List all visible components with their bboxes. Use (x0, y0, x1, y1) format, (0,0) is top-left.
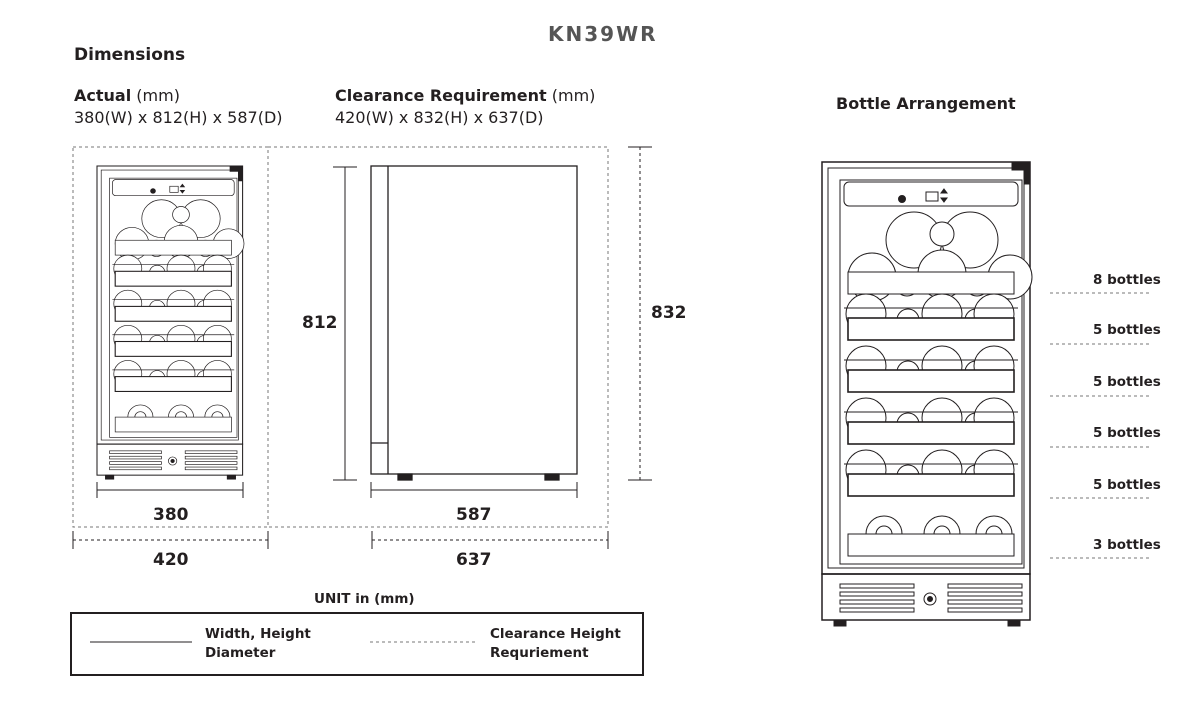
legend-dashed-label-2: Requriement (490, 645, 589, 661)
vent-slot (839, 591, 915, 597)
base-kickplate (821, 573, 1031, 621)
legend-title: UNIT in (mm) (314, 591, 415, 607)
fridge-front-view (96, 165, 245, 480)
depth-clearance-dimension-line (371, 531, 609, 549)
vent-slot (109, 450, 162, 454)
drawer-shelf (847, 473, 1015, 497)
shelf-leader-lines (1050, 292, 1152, 559)
actual-value: 380(W) x 812(H) x 587(D) (74, 108, 283, 127)
width-dimension-line (96, 482, 244, 498)
height-clearance-dimension-line (628, 146, 652, 481)
front-clearance-outline (72, 146, 269, 528)
control-panel (112, 179, 235, 197)
drawer-shelf (847, 421, 1015, 445)
vent-slot (947, 591, 1023, 597)
drawer-shelf (114, 376, 232, 392)
bottom-shelf (114, 416, 232, 433)
actual-unit: (mm) (136, 86, 180, 105)
actual-heading: Actual (mm) (74, 86, 180, 105)
shelf-label: 5 bottles (1093, 477, 1161, 493)
door-handle (1011, 161, 1031, 185)
bottle-arrangement-heading: Bottle Arrangement (836, 94, 1016, 113)
vent-slot (839, 599, 915, 605)
lock-keyhole (927, 596, 933, 602)
vent-slot (184, 461, 238, 465)
top-shelf (847, 271, 1015, 295)
height-clearance-label: 832 (651, 303, 687, 323)
shelf-label: 5 bottles (1093, 425, 1161, 441)
height-dimension-line (333, 166, 357, 481)
lock-icon (923, 592, 937, 606)
lock-icon (168, 456, 178, 466)
clearance-label: Clearance Requirement (335, 86, 547, 105)
shelf-label: 3 bottles (1093, 537, 1161, 553)
bottom-shelf (847, 533, 1015, 557)
vent-slot (947, 607, 1023, 613)
vent-slot (184, 455, 238, 460)
vent-slot (839, 607, 915, 613)
door-glass (109, 177, 238, 438)
temperature-display (169, 185, 179, 193)
depth-clearance-label: 637 (456, 550, 492, 570)
door-handle (229, 165, 243, 182)
temperature-arrow-icons (179, 183, 186, 194)
drawer-shelf (114, 270, 232, 287)
vent-slot (109, 466, 162, 471)
door-glass (839, 179, 1023, 565)
vent-slot (184, 450, 238, 454)
legend-solid-label-1: Width, Height (205, 626, 311, 642)
clearance-value: 420(W) x 832(H) x 637(D) (335, 108, 544, 127)
top-shelf (114, 239, 232, 256)
side-clearance-outline (268, 146, 609, 528)
fridge-side-view (370, 165, 578, 481)
fridge-bottle-arrangement-view (821, 161, 1033, 627)
drawer-shelf (114, 305, 232, 322)
width-clearance-label: 420 (153, 550, 189, 570)
legend-solid-label-2: Diameter (205, 645, 276, 661)
power-button-icon (898, 195, 906, 203)
vent-slot (947, 599, 1023, 605)
actual-label: Actual (74, 86, 132, 105)
door-frame (827, 167, 1025, 569)
bottle (172, 206, 190, 224)
height-actual-label: 812 (302, 313, 338, 333)
dimensions-heading: Dimensions (74, 45, 186, 65)
model-title: KN39WR (548, 22, 658, 46)
base-kickplate (96, 443, 244, 476)
foot (1007, 619, 1021, 627)
drawer-shelf (114, 340, 232, 357)
temperature-arrow-icons (940, 188, 948, 203)
foot (105, 474, 115, 480)
shelf-label: 5 bottles (1093, 374, 1161, 390)
depth-dimension-line (370, 482, 578, 498)
vent-slot (109, 455, 162, 460)
clearance-heading: Clearance Requirement (mm) (335, 86, 595, 105)
foot (226, 474, 236, 480)
legend-dashed-label-1: Clearance Height (490, 626, 621, 642)
temperature-display (925, 191, 939, 202)
power-button-icon (150, 188, 156, 194)
legend-box (70, 612, 644, 676)
control-panel (843, 181, 1019, 207)
clearance-unit: (mm) (551, 86, 596, 105)
shelf-label: 8 bottles (1093, 272, 1161, 288)
drawer-shelf (847, 317, 1015, 341)
vent-slot (947, 583, 1023, 589)
shelf-label: 5 bottles (1093, 322, 1161, 338)
lock-keyhole (170, 458, 175, 464)
depth-actual-label: 587 (456, 505, 492, 525)
width-clearance-dimension-line (72, 531, 269, 549)
bottle (929, 221, 955, 247)
vent-slot (109, 461, 162, 465)
drawer-shelf (847, 369, 1015, 393)
width-actual-label: 380 (153, 505, 189, 525)
vent-slot (839, 583, 915, 589)
foot (833, 619, 847, 627)
vent-slot (184, 466, 238, 471)
door-frame (100, 169, 239, 441)
